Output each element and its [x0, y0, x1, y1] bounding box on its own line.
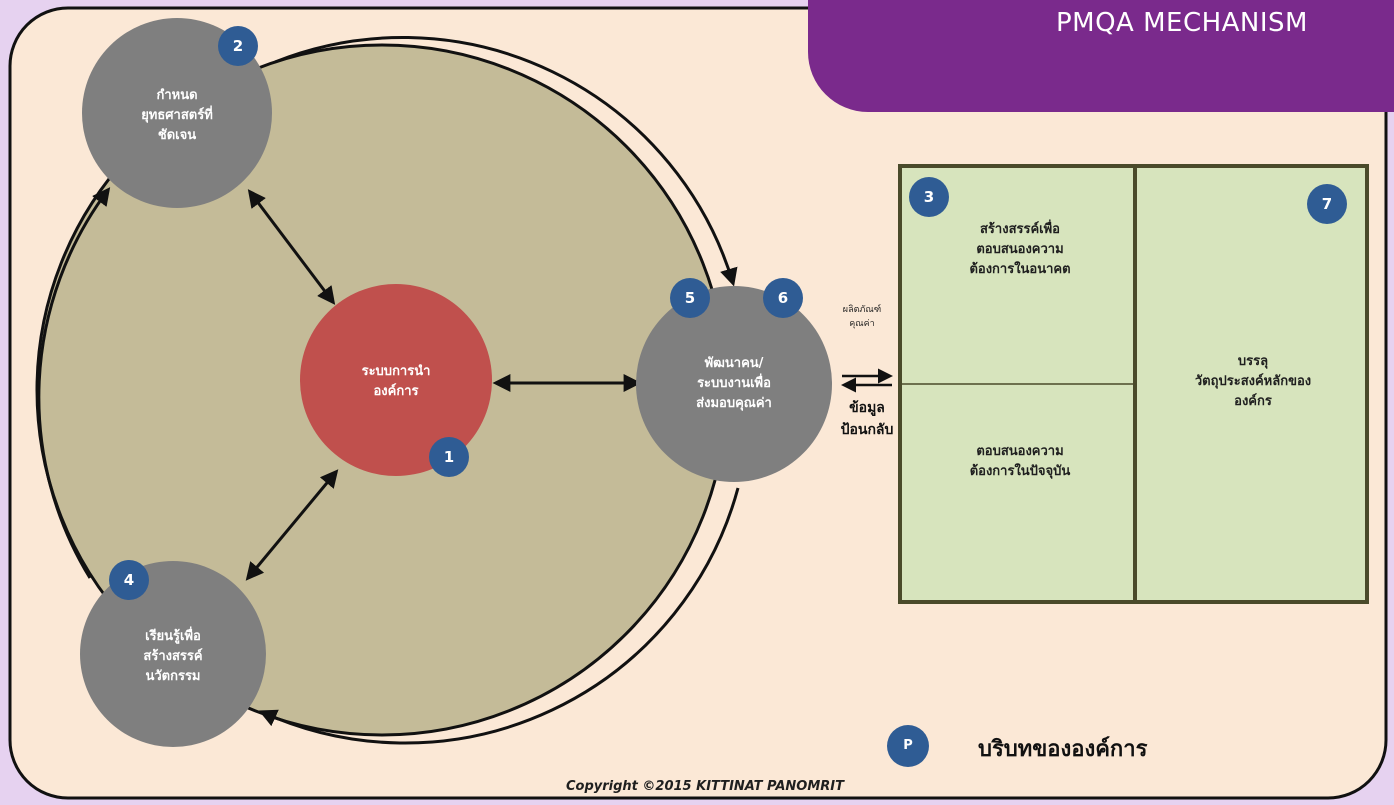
goals-label: บรรลุ วัตถุประสงค์หลักของ องค์กร [1194, 354, 1312, 410]
learning-label: เรียนรู้เพื่อ สร้างสรรค์ นวัตกรรม [143, 629, 203, 685]
copyright-text: Copyright ©2015 KITTINAT PANOMRIT [566, 779, 844, 794]
badge-circle-7 [1307, 184, 1347, 224]
badge-5: 5 [684, 289, 696, 307]
badge-6: 6 [777, 289, 789, 307]
leadership-circle [300, 284, 492, 476]
learning-circle [80, 561, 266, 747]
output-label: ผลิตภัณฑ์ คุณค่า [842, 305, 882, 329]
future-needs-label: สร้างสรรค์เพื่อ ตอบสนองความ ต้องการในอนา… [969, 222, 1071, 278]
banner-title: PMQA MECHANISM [1055, 8, 1308, 38]
badge-circle-1 [429, 437, 469, 477]
arrow-leadership-learning [245, 469, 339, 581]
strategy-circle [82, 18, 272, 208]
legend-context-label: บริบทขององค์การ [978, 737, 1148, 762]
badge-1: 1 [443, 448, 455, 466]
cycle-arrow-bottom [258, 487, 740, 745]
badge-circle-4 [109, 560, 149, 600]
badge-p: P [903, 738, 913, 753]
badge-7: 7 [1321, 195, 1333, 213]
title-banner: PMQA MECHANISM [808, 0, 1394, 112]
arrow-strategy-leadership [247, 189, 336, 305]
strategy-label: กำหนด ยุทธศาสตร์ที่ ชัดเจน [141, 88, 213, 144]
cycle-arrow-top [274, 36, 738, 287]
badge-circle-2 [218, 26, 258, 66]
present-needs-label: ตอบสนองความ ต้องการในปัจจุบัน [969, 444, 1071, 480]
workforce-circle [636, 286, 832, 482]
badge-3: 3 [923, 188, 935, 206]
leadership-label: ระบบการนำ องค์การ [361, 364, 431, 400]
badge-circle-p [887, 725, 929, 767]
cycle-arrow-left [37, 187, 111, 579]
workforce-label: พัฒนาคน/ ระบบงานเพื่อ ส่งมอบคุณค่า [696, 356, 772, 412]
badge-circle-6 [763, 278, 803, 318]
badge-circle-5 [670, 278, 710, 318]
badge-2: 2 [232, 37, 244, 55]
badge-4: 4 [123, 571, 135, 589]
badge-circle-3 [909, 177, 949, 217]
feedback-label: ข้อมูล ป้อนกลับ [840, 400, 894, 438]
